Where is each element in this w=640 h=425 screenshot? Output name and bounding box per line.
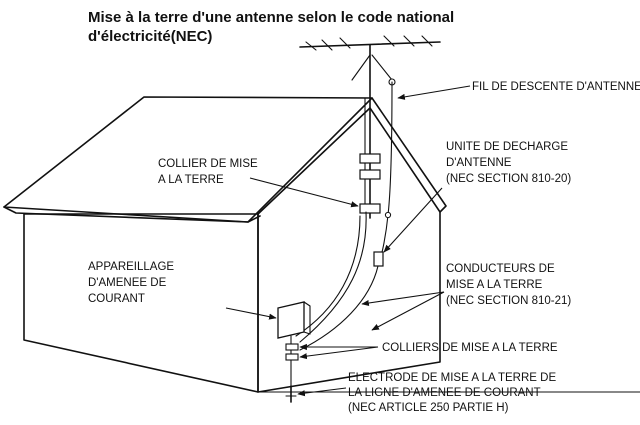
label-colliers: COLLIERS DE MISE A LA TERRE bbox=[382, 342, 558, 354]
antenna-brace-right bbox=[372, 55, 392, 80]
leader-colliers-2 bbox=[300, 347, 378, 357]
leader-fil-descente bbox=[398, 86, 470, 98]
power-service-box-edge bbox=[304, 302, 310, 306]
mast-clamp-1 bbox=[360, 154, 380, 163]
antenna-element-5 bbox=[404, 36, 414, 46]
antenna-element-3 bbox=[340, 38, 350, 48]
label-appareillage-1: APPAREILLAGE bbox=[88, 261, 174, 273]
antenna-discharge-unit bbox=[374, 252, 383, 266]
antenna-element-6 bbox=[422, 36, 432, 46]
label-appareillage-3: COURANT bbox=[88, 293, 145, 305]
label-electrode-1: ELECTRODE DE MISE A LA TERRE DE bbox=[348, 372, 556, 384]
leader-electrode bbox=[298, 388, 346, 394]
antenna-element-2 bbox=[322, 40, 332, 50]
label-collier-mise-1: COLLIER DE MISE bbox=[158, 158, 258, 170]
lead-in-wire bbox=[380, 82, 392, 258]
roof-gable-inner bbox=[258, 108, 370, 214]
diagram-title-line1: Mise à la terre d'une antenne selon le c… bbox=[88, 9, 454, 26]
antenna bbox=[300, 36, 440, 218]
roof-gable-edge bbox=[372, 98, 446, 212]
ground-clamp-1 bbox=[286, 344, 298, 350]
leader-unite-decharge bbox=[384, 188, 442, 252]
diagram-title-line2: d'électricité(NEC) bbox=[88, 28, 212, 45]
leader-collier-mise bbox=[250, 178, 358, 206]
power-service-box-edge-3 bbox=[304, 332, 310, 334]
label-unite-decharge-1: UNITE DE DECHARGE bbox=[446, 141, 568, 153]
grounding-conductor-discharge bbox=[300, 266, 378, 350]
antenna-brace-left bbox=[352, 55, 370, 80]
label-unite-decharge-3: (NEC SECTION 810-20) bbox=[446, 173, 571, 185]
label-collier-mise-2: A LA TERRE bbox=[158, 174, 224, 186]
label-electrode-3: (NEC ARTICLE 250 PARTIE H) bbox=[348, 402, 509, 414]
grounding-conductor-inner bbox=[296, 216, 360, 336]
label-fil-descente: FIL DE DESCENTE D'ANTENNE bbox=[472, 81, 640, 93]
leader-appareillage bbox=[226, 308, 276, 318]
label-conducteurs-3: (NEC SECTION 810-21) bbox=[446, 295, 571, 307]
label-conducteurs-1: CONDUCTEURS DE bbox=[446, 263, 555, 275]
label-conducteurs-2: MISE A LA TERRE bbox=[446, 279, 543, 291]
mast-clamp-2 bbox=[360, 170, 380, 179]
mast-clamp-3 bbox=[360, 204, 380, 213]
label-electrode-2: LA LIGNE D'AMENEE DE COURANT bbox=[348, 387, 541, 399]
lead-in-standoff-lower bbox=[385, 212, 390, 217]
label-unite-decharge-2: D'ANTENNE bbox=[446, 157, 512, 169]
ground-clamp-2 bbox=[286, 354, 298, 360]
power-service-box bbox=[278, 302, 304, 338]
label-appareillage-2: D'AMENEE DE bbox=[88, 277, 167, 289]
